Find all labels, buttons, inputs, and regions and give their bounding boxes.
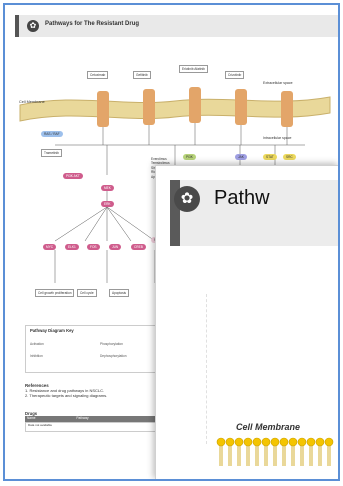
pink-row-2: ELK1: [65, 244, 79, 250]
outcome-3: Apoptosis: [109, 289, 129, 297]
receptor-5: [281, 91, 293, 127]
references: References 1. Resistance and drug pathwa…: [25, 383, 107, 398]
left-box: Trametinib: [41, 149, 62, 157]
membrane-label: Cell Membrane: [19, 100, 45, 104]
extracellular-label: Extracellular space: [263, 81, 293, 85]
pathway-diagram: [19, 87, 331, 283]
reference-2: 2. Therapeutic targets and signaling dia…: [25, 393, 108, 398]
zoom-title: Pathw: [214, 187, 270, 209]
table-header: Name Pathway: [25, 416, 171, 422]
receptor-2: [143, 89, 155, 125]
receptor-1: [97, 91, 109, 127]
drug-box-4: Crizotinib: [225, 71, 245, 79]
table-row: Data not available: [25, 422, 171, 432]
page: ✿ Pathways for The Resistant Drug: [5, 5, 338, 479]
outcome-2: Cell cycle: [77, 289, 97, 297]
zoom-header: [170, 180, 338, 246]
pink-row-5: CREB: [131, 244, 146, 250]
left-node-blue: RAS / RAF: [41, 131, 63, 137]
node-erk: ERK: [101, 201, 114, 207]
receptor-3: [189, 87, 201, 123]
outcome-1: Cell growth proliferation: [35, 289, 75, 297]
references-heading: References: [25, 383, 49, 388]
node-pi3k-akt: PI3K AKT: [63, 173, 83, 179]
node-mek: MEK: [101, 185, 114, 191]
pink-row-4: JUN: [109, 244, 122, 250]
legend-title: Pathway Diagram Key: [30, 328, 74, 333]
pink-row-3: FOS: [87, 244, 100, 250]
node-purple: JAK: [235, 154, 247, 160]
legend-row-2: Inhibition Dephosphorylation: [30, 354, 127, 358]
page-title: Pathways for The Resistant Drug: [45, 21, 140, 27]
legend-row-1: Activation Phosphorylation: [30, 342, 123, 346]
drug-box-3: Erlotinib Afatinib: [179, 65, 208, 73]
reference-1: 1. Resistance and drug pathways in NSCLC…: [25, 388, 105, 393]
dna-icon: ✿: [27, 20, 39, 32]
node-green: PI3K: [183, 154, 196, 160]
pink-row-1: MYC: [43, 244, 57, 250]
dna-icon: ✿: [174, 186, 200, 212]
table-heading: Drugs: [25, 411, 38, 416]
zoom-membrane-label: Cell Membrane: [236, 422, 301, 432]
zoom-overlay: ✿ Pathw Cell Membrane: [155, 165, 338, 479]
node-yellow-2: SRC: [283, 154, 296, 160]
page-header: ✿ Pathways for The Resistant Drug: [15, 15, 338, 37]
drug-box-1: Cetuximab: [87, 71, 109, 79]
document-frame: ✿ Pathways for The Resistant Drug: [3, 3, 340, 481]
receptor-4: [235, 89, 247, 125]
drug-table: Drugs Name Pathway Data not available: [25, 411, 171, 432]
receptor-group: [97, 87, 293, 127]
drug-box-2: Gefitinib: [133, 71, 151, 79]
zoom-gridline: [206, 294, 207, 444]
zoom-membrane: [216, 437, 334, 466]
node-yellow-1: STAT: [263, 154, 277, 160]
intracellular-label: Intracellular space: [263, 136, 292, 140]
